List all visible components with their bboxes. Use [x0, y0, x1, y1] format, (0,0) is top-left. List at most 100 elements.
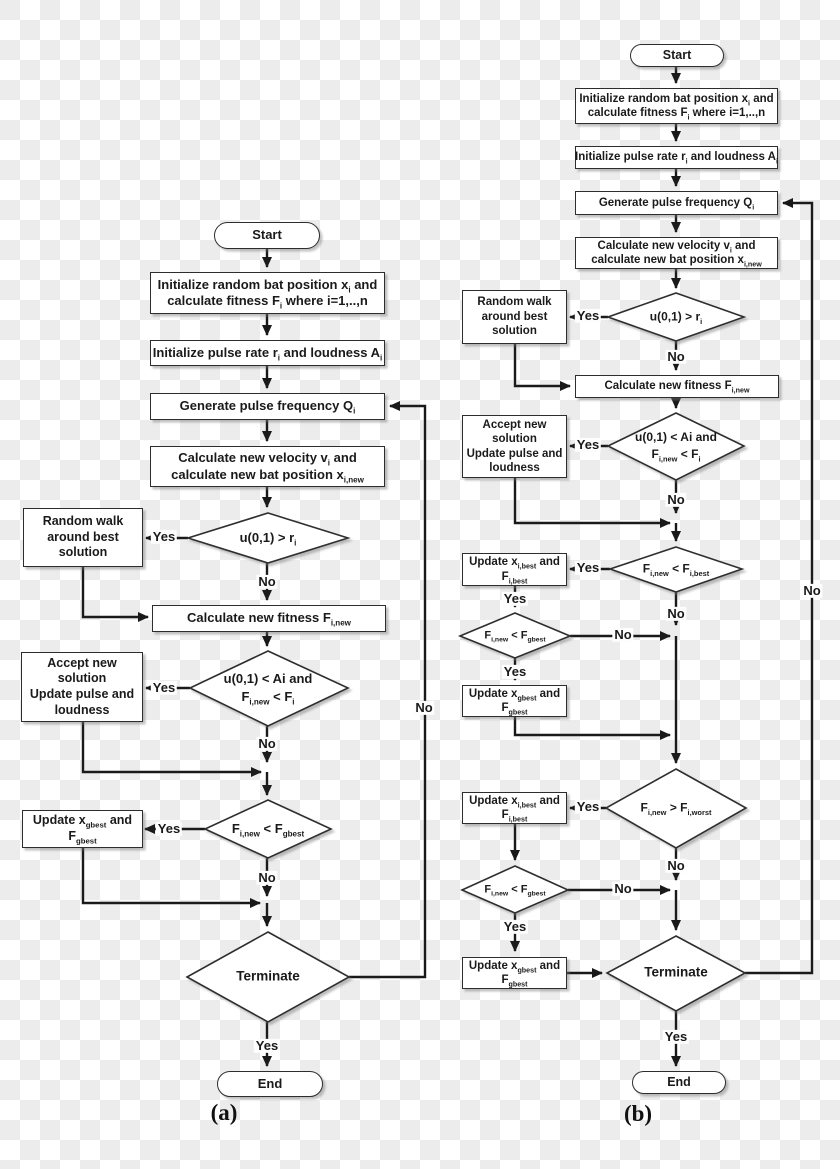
- b-cond3-yes-label: Yes: [574, 559, 602, 576]
- b-loop-no-label: No: [801, 582, 823, 599]
- a-start-terminal: Start: [214, 222, 320, 249]
- b-process-update-ibest-2: Update xi,best and Fi,best: [462, 792, 567, 824]
- a-cond1-yes-label: Yes: [150, 528, 178, 545]
- a-terminate-label: Terminate: [236, 968, 300, 984]
- a-cond3-no-label: No: [256, 869, 278, 886]
- b-cond-gbest-label: Fi,new < Fgbest: [484, 629, 546, 644]
- a-loop-no-label: No: [413, 699, 435, 716]
- b-terminate-yes-label: Yes: [662, 1028, 690, 1045]
- b-diamond-cond-accept: [606, 412, 746, 481]
- b-process-update-gbest-1: Update xgbest and Fgbest: [462, 685, 567, 717]
- a-process-calc-fitness: Calculate new fitness Fi,new: [152, 605, 386, 632]
- b-diamond-cond-gbest: [457, 612, 573, 659]
- a-terminate-yes-label: Yes: [253, 1037, 281, 1054]
- b-init-bat-label: Initialize random bat position xi and ca…: [579, 92, 774, 122]
- a-start-label: Start: [252, 227, 282, 243]
- a-cond-gbest-label: Fi,new < Fgbest: [231, 820, 305, 839]
- b-accept-merge: [513, 478, 671, 528]
- a-cond2-yes-label: Yes: [150, 679, 178, 696]
- b-cond3-no-label: No: [665, 605, 687, 622]
- b-gbest1-merge: [513, 717, 671, 740]
- b-process-gen-freq: Generate pulse frequency Qi: [575, 191, 778, 215]
- b-cond-ibest-label: Fi,new < Fi,best: [642, 561, 710, 578]
- b-cond6-no-label: No: [612, 880, 634, 897]
- b-process-init-bat: Initialize random bat position xi and ca…: [575, 88, 778, 124]
- b-update-gbest-1-label: Update xgbest and Fgbest: [468, 687, 561, 717]
- b-update-ibest-1-label: Update xi,best and Fi,best: [469, 556, 560, 585]
- a-calc-fitness-label: Calculate new fitness Fi,new: [187, 610, 351, 628]
- b-cond2-yes-label: Yes: [574, 436, 602, 453]
- a-update-merge: [81, 848, 261, 908]
- b-cond4-no-label: No: [612, 626, 634, 643]
- b-cond4-yes-label: Yes: [501, 663, 529, 680]
- a-process-update-gbest: Update xgbest and Fgbest: [22, 810, 143, 848]
- a-update-gbest-label: Update xgbest and Fgbest: [32, 813, 133, 846]
- b-cond1-no-label: No: [665, 348, 687, 365]
- b-end-terminal: End: [632, 1071, 726, 1094]
- b-process-random-walk: Random walk around best solution: [462, 290, 567, 344]
- b-ibest1-yes-label: Yes: [501, 590, 529, 607]
- b-diamond-terminate: [605, 935, 747, 1012]
- b-init-pulse-label: Initialize pulse rate ri and loudness Ai: [575, 151, 778, 166]
- b-cond5-yes-label: Yes: [574, 798, 602, 815]
- b-cond2-no-label: No: [665, 491, 687, 508]
- b-start-terminal: Start: [630, 44, 724, 67]
- a-diamond-cond-accept: [188, 650, 350, 727]
- b-cond1-yes-label: Yes: [574, 307, 602, 324]
- b-process-update-gbest-2: Update xgbest and Fgbest: [462, 957, 567, 989]
- b-start-label: Start: [662, 47, 692, 62]
- b-update-ibest-2-label: Update xi,best and Fi,best: [469, 794, 560, 824]
- decision-diamonds: [185, 292, 748, 1023]
- b-diamond-cond-ibest: [607, 546, 745, 593]
- a-terminate-no-loop: [349, 401, 427, 979]
- a-process-random-walk: Random walk around best solution: [23, 508, 143, 567]
- b-cond-worst-label: Fi,new > Fi,worst: [640, 800, 712, 817]
- b-cond5-no-label: No: [665, 857, 687, 874]
- a-randomwalk-to-fitness: [81, 567, 149, 622]
- a-gen-freq-label: Generate pulse frequency Qi: [179, 398, 356, 416]
- b-cond6-yes-label: Yes: [501, 918, 529, 935]
- a-init-pulse-label: Initialize pulse rate ri and loudness Ai: [152, 344, 383, 363]
- a-process-init-pulse: Initialize pulse rate ri and loudness Ai: [150, 340, 385, 366]
- a-process-calc-velocity: Calculate new velocity vi and calculate …: [150, 446, 385, 487]
- a-random-walk-label: Random walk around best solution: [42, 514, 124, 560]
- a-cond2-no-label: No: [256, 735, 278, 752]
- b-process-calc-velocity: Calculate new velocity vi and calculate …: [575, 237, 778, 269]
- b-gen-freq-label: Generate pulse frequency Qi: [598, 196, 755, 212]
- a-cond1-no-label: No: [256, 573, 278, 590]
- a-cond-rand-label: u(0,1) > ri: [239, 529, 297, 548]
- a-process-gen-freq: Generate pulse frequency Qi: [150, 393, 385, 420]
- b-process-calc-fitness: Calculate new fitness Fi,new: [575, 375, 779, 398]
- a-diamond-cond-rand: [185, 512, 351, 564]
- b-diamond-cond-rand: [605, 292, 747, 342]
- b-randomwalk-to-fitness: [513, 344, 571, 391]
- b-update-gbest-2-label: Update xgbest and Fgbest: [468, 959, 561, 989]
- b-terminate-label: Terminate: [644, 964, 708, 980]
- a-end-label: End: [257, 1075, 283, 1091]
- a-process-init-bat: Initialize random bat position xi and ca…: [150, 272, 385, 314]
- b-cond-rand-label: u(0,1) > ri: [649, 309, 703, 326]
- a-cond3-yes-label: Yes: [155, 820, 183, 837]
- a-init-bat-label: Initialize random bat position xi and ca…: [157, 276, 378, 311]
- b-end-label: End: [667, 1074, 691, 1089]
- b-process-init-pulse: Initialize pulse rate ri and loudness Ai: [575, 146, 778, 169]
- a-end-terminal: End: [217, 1071, 323, 1097]
- b-process-update-ibest-1: Update xi,best and Fi,best: [462, 553, 567, 586]
- b-calc-velocity-label: Calculate new velocity vi and calculate …: [591, 239, 762, 269]
- b-diamond-cond-gbest2: [460, 865, 570, 914]
- b-diamond-cond-worst: [604, 768, 748, 849]
- a-caption: (a): [210, 1100, 238, 1125]
- b-random-walk-label: Random walk around best solution: [477, 296, 552, 338]
- a-calc-velocity-label: Calculate new velocity vi and calculate …: [171, 450, 364, 485]
- a-diamond-cond-gbest: [203, 799, 333, 859]
- a-accept-merge: [81, 722, 262, 777]
- a-diamond-terminate: [185, 931, 351, 1023]
